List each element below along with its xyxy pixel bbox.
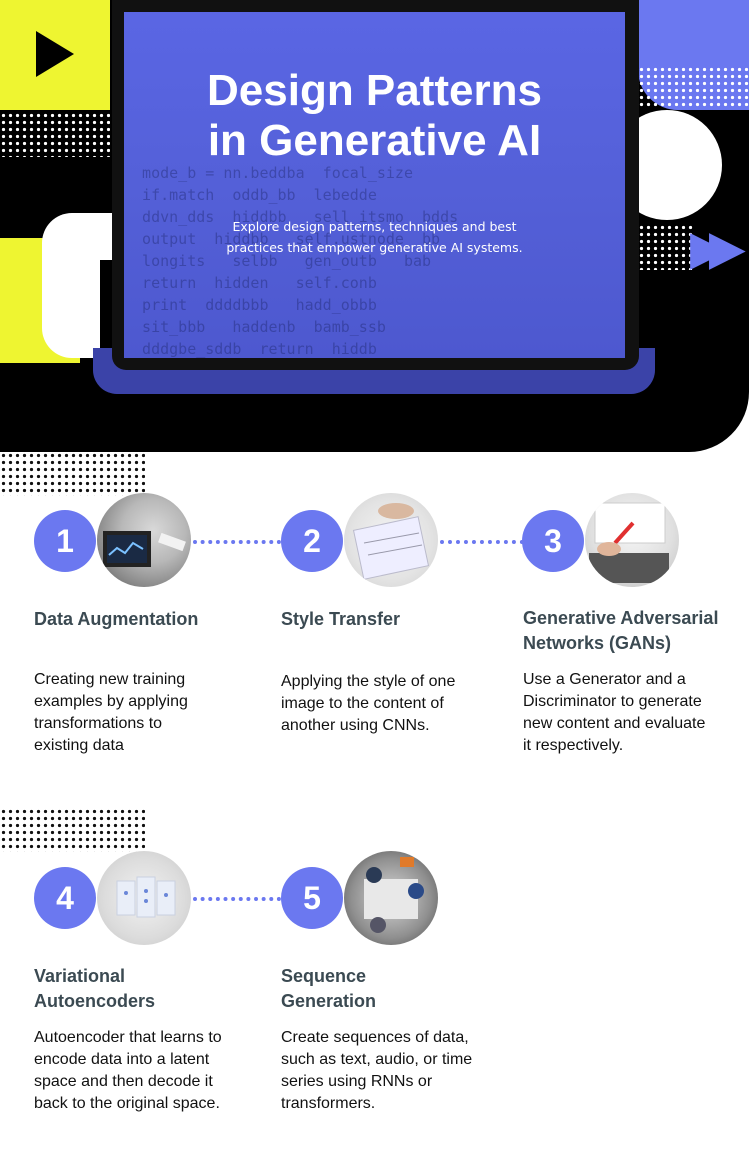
step-number-badge: 4 bbox=[34, 867, 96, 929]
dot-pattern bbox=[0, 808, 145, 852]
yellow-block bbox=[0, 0, 110, 110]
team-meeting-image bbox=[364, 857, 424, 933]
page-subtitle: Explore design patterns, techniques and … bbox=[226, 219, 523, 255]
laptop-hand-image bbox=[589, 502, 669, 583]
hero-banner: ▶▶ mode_b = nn.beddba focal_size if.matc… bbox=[0, 0, 749, 452]
step-4-photo bbox=[97, 851, 191, 945]
server-blocks-image bbox=[116, 876, 176, 918]
step-number-badge: 1 bbox=[34, 510, 96, 572]
code-background: mode_b = nn.beddba focal_size if.match o… bbox=[142, 164, 459, 358]
step-3-photo bbox=[585, 493, 679, 587]
blueprint-image bbox=[352, 503, 430, 580]
step-connector bbox=[440, 540, 524, 544]
step-2-photo bbox=[344, 493, 438, 587]
dot-pattern bbox=[638, 224, 694, 270]
dot-pattern bbox=[0, 112, 110, 157]
step-title: Style Transfer bbox=[281, 609, 401, 629]
step-title: Data Augmentation bbox=[34, 609, 199, 629]
page-title: Design Patterns in Generative AI bbox=[207, 66, 542, 165]
dot-pattern bbox=[0, 452, 145, 496]
step-connector bbox=[193, 540, 281, 544]
play-icon bbox=[36, 31, 74, 77]
step-title: Sequence Generation bbox=[281, 966, 377, 1011]
step-title: Variational Autoencoders bbox=[34, 966, 156, 1011]
step-number-badge: 3 bbox=[522, 510, 584, 572]
step-number-badge: 2 bbox=[281, 510, 343, 572]
dot-pattern bbox=[638, 66, 749, 108]
laptop-chart-image bbox=[103, 531, 186, 567]
laptop-screen: mode_b = nn.beddba focal_size if.match o… bbox=[124, 12, 625, 358]
step-connector bbox=[193, 897, 281, 901]
step-5-photo bbox=[344, 851, 438, 945]
step-title: Generative Adversarial Networks (GANs) bbox=[523, 608, 719, 653]
step-1-photo bbox=[97, 493, 191, 587]
step-number-badge: 5 bbox=[281, 867, 343, 929]
step-description: Create sequences of data,such as text, a… bbox=[281, 1029, 473, 1112]
